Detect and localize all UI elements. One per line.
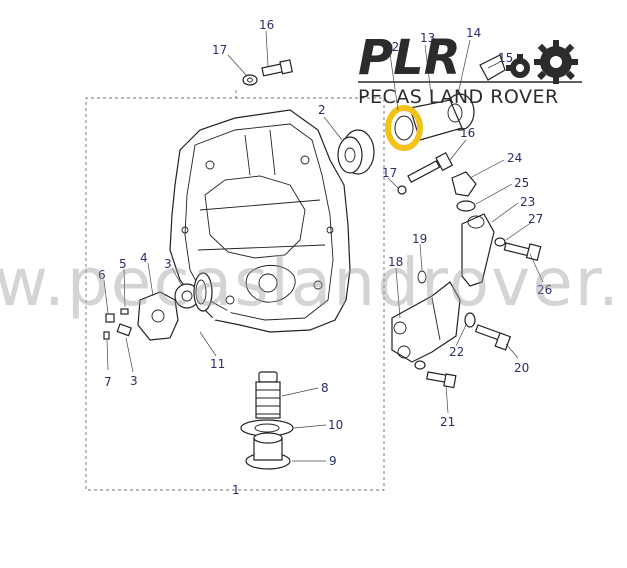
callout-5: 5 <box>119 257 127 271</box>
callout-22: 22 <box>449 345 464 359</box>
logo-name: PECAS LAND ROVER <box>358 86 559 108</box>
callout-16a: 16 <box>259 18 274 32</box>
part-oil-pump <box>103 272 213 341</box>
part-bolt-21 <box>426 371 457 389</box>
callout-17b: 17 <box>382 166 397 180</box>
callout-16b: 16 <box>460 126 475 140</box>
highlighted-seal <box>385 105 423 151</box>
assembly-boundary <box>85 90 385 491</box>
callout-6: 6 <box>98 268 106 282</box>
callout-27: 27 <box>528 212 543 226</box>
callout-1: 1 <box>232 483 240 497</box>
callout-8: 8 <box>321 381 329 395</box>
callout-labels: 1 2 3 3 4 5 6 7 8 9 10 11 12 13 14 15 16… <box>98 18 552 497</box>
leader-lines <box>103 30 544 462</box>
callout-4: 4 <box>140 251 148 265</box>
logo: PLR PECAS LAND ROVER <box>358 30 582 108</box>
callout-17a: 17 <box>212 43 227 57</box>
callout-11: 11 <box>210 357 225 371</box>
watermark: w.pecaslandrover. <box>0 244 621 321</box>
callout-2: 2 <box>318 103 326 117</box>
part-bolt-lower-right <box>494 237 542 261</box>
part-bolt-20 <box>414 312 512 370</box>
part-bolt-right <box>397 152 454 195</box>
callout-18: 18 <box>388 255 403 269</box>
callout-9: 9 <box>329 454 337 468</box>
part-seal-disc <box>337 129 375 175</box>
callout-7: 7 <box>104 375 112 389</box>
part-seal-assembly <box>385 54 506 151</box>
callout-10: 10 <box>328 418 343 432</box>
part-filter-stack <box>240 371 294 470</box>
part-bolt-top <box>242 59 293 86</box>
callout-19: 19 <box>412 232 427 246</box>
callout-15: 15 <box>498 51 513 65</box>
part-shaft <box>139 305 239 357</box>
logo-initials: PLR <box>358 30 461 86</box>
callout-23: 23 <box>520 195 535 209</box>
callout-20: 20 <box>514 361 529 375</box>
callout-14: 14 <box>466 26 481 40</box>
housing <box>169 109 351 333</box>
callout-3a: 3 <box>164 257 172 271</box>
callout-12: 12 <box>384 40 399 54</box>
callout-13: 13 <box>420 31 435 45</box>
part-bracket <box>391 281 461 363</box>
callout-25: 25 <box>514 176 529 190</box>
part-switch <box>451 171 477 212</box>
callout-24: 24 <box>507 151 522 165</box>
part-angled-tube <box>461 213 495 287</box>
callout-3b: 3 <box>130 374 138 388</box>
callout-21: 21 <box>440 415 455 429</box>
gear-icon <box>506 40 578 84</box>
callout-26: 26 <box>537 283 552 297</box>
part-small-ring <box>417 270 427 284</box>
